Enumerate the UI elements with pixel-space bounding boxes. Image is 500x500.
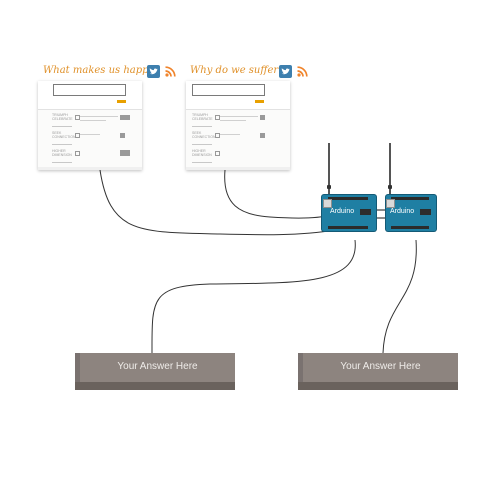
wire-panel1-to-board [99,169,336,236]
option-toggle[interactable] [120,150,130,156]
option-label: SEEK CONNECTION [52,131,76,139]
antenna [328,143,330,198]
option-row: SEEK CONNECTION [52,131,132,148]
option-label: SEEK CONNECTION [192,131,216,139]
option-checkbox[interactable] [215,133,220,138]
option-checkbox[interactable] [215,115,220,120]
twitter-icon[interactable] [147,65,160,78]
wire-panel2-to-board [224,169,331,219]
wire-board1-to-answer1 [151,239,356,354]
option-row: TRIUMPH CELEBRATE [52,113,132,130]
arduino-board: Arduino [386,195,436,231]
option-row: HIGHER DIMENSION [192,149,272,166]
wire-board2-to-answer2 [382,239,417,354]
option-label: HIGHER DIMENSION [52,149,72,157]
rss-icon[interactable] [296,65,309,78]
answer-input[interactable] [192,84,265,96]
answer-label: Your Answer Here [117,361,198,372]
option-toggle[interactable] [260,115,265,120]
option-label: TRIUMPH CELEBRATE [192,113,213,121]
option-checkbox[interactable] [75,133,80,138]
rss-icon[interactable] [164,65,177,78]
submit-button[interactable] [255,100,264,103]
option-toggle[interactable] [260,133,265,138]
arduino-label: Arduino [390,208,415,215]
wire-board-link [376,209,386,219]
antenna [389,143,391,198]
answer-input[interactable] [53,84,126,96]
option-checkbox[interactable] [75,115,80,120]
option-toggle[interactable] [120,133,125,138]
option-row: SEEK CONNECTION [192,131,272,148]
option-label: TRIUMPH CELEBRATE [52,113,73,121]
arduino-board: Arduino [322,195,376,231]
twitter-icon[interactable] [279,65,292,78]
option-row: TRIUMPH CELEBRATE [192,113,272,130]
panel-title-suffer: Why do we suffer? [190,65,284,76]
question-panel-suffer: TRIUMPH CELEBRATE SEEK CONNECTION HIGHER… [186,81,290,170]
answer-label: Your Answer Here [340,361,421,372]
option-row: HIGHER DIMENSION [52,149,132,166]
option-checkbox[interactable] [75,151,80,156]
answer-box: Your Answer Here [298,353,458,390]
arduino-label: Arduino [330,208,355,215]
submit-button[interactable] [117,100,126,103]
option-toggle[interactable] [120,115,130,120]
answer-box: Your Answer Here [75,353,235,390]
option-checkbox[interactable] [215,151,220,156]
panel-title-happy: What makes us happy? [43,65,160,76]
question-panel-happy: TRIUMPH CELEBRATE SEEK CONNECTION HIGHER… [38,81,142,170]
option-label: HIGHER DIMENSION [192,149,212,157]
